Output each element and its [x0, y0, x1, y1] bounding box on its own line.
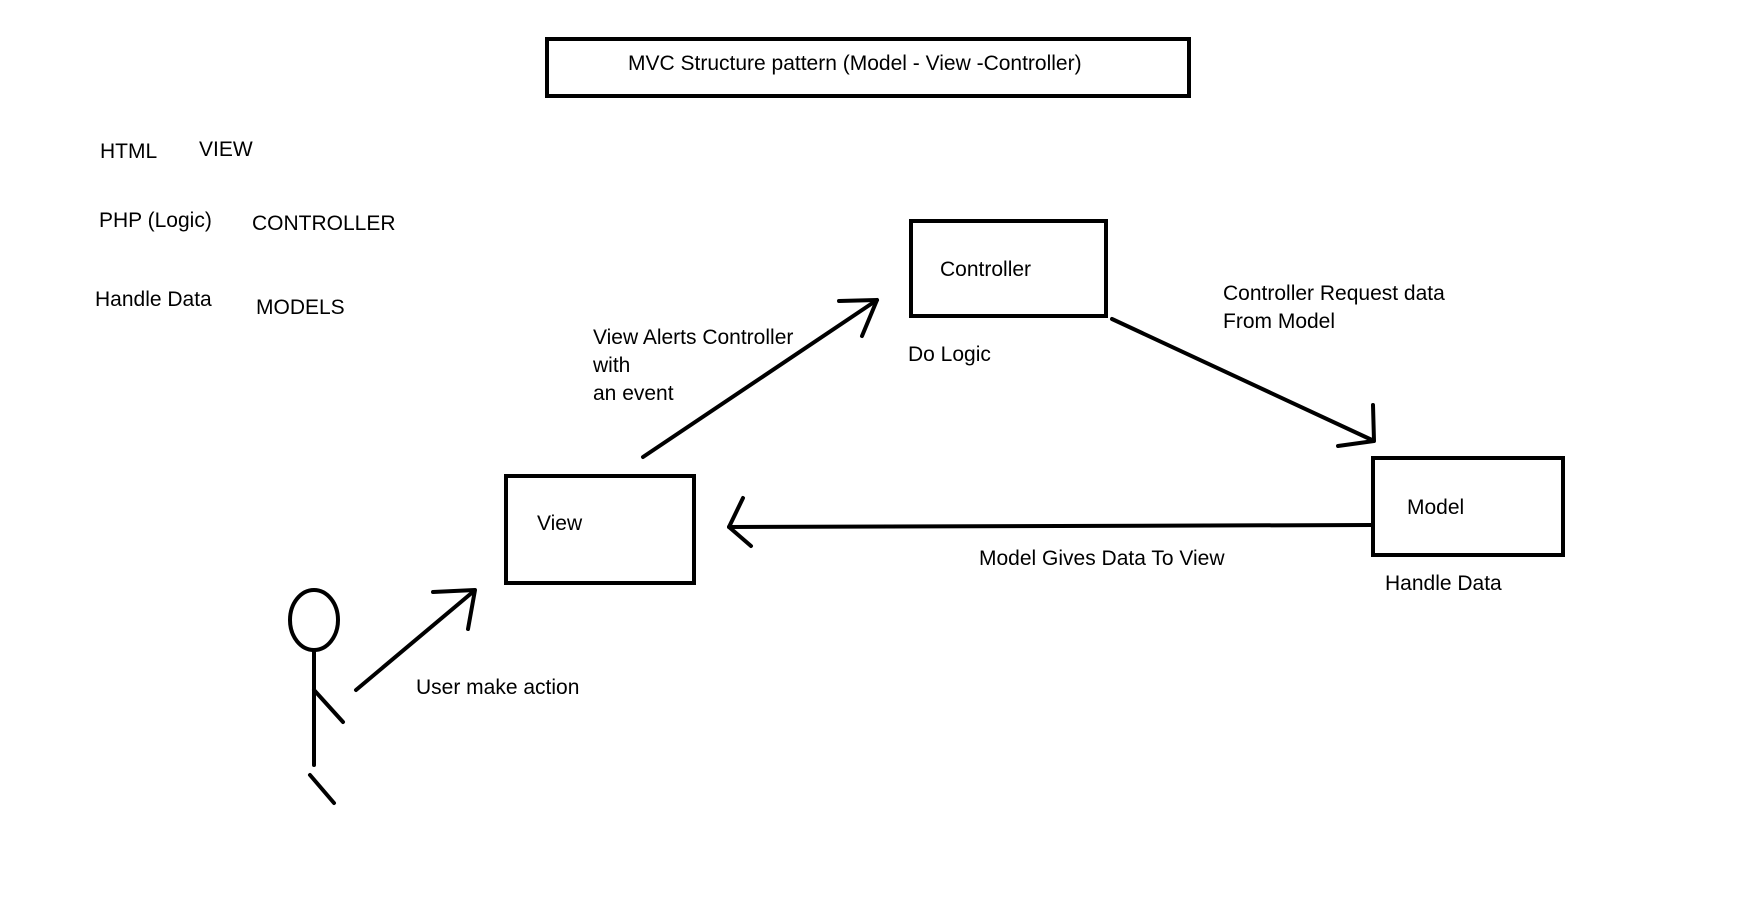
diagram-title: MVC Structure pattern (Model - View -Con…: [628, 52, 1082, 75]
arrow-controller-to-model: [1110, 317, 1374, 442]
model-label: Model: [1407, 496, 1465, 519]
edge-label-controller-to-model-line1: Controller Request data: [1223, 282, 1445, 305]
controller-box: [909, 219, 1108, 318]
edge-label-view-to-controller-line1: View Alerts Controller: [593, 326, 794, 349]
arrow-model-to-view: [727, 523, 1373, 529]
arrow-view-to-controller: [641, 298, 879, 459]
legend-term-html: HTML: [100, 140, 158, 163]
arrowhead-model-to-view: [727, 496, 753, 548]
arrowhead-controller-to-model: [1336, 403, 1376, 448]
user-figure-arm: [312, 688, 345, 724]
arrow-user-to-view: [354, 589, 476, 692]
model-caption: Handle Data: [1385, 572, 1502, 595]
view-box: [504, 474, 696, 585]
legend-role-view: VIEW: [199, 138, 253, 161]
user-figure-head: [288, 588, 340, 652]
edge-label-model-to-view: Model Gives Data To View: [979, 547, 1225, 570]
title-box: [545, 37, 1191, 98]
legend-role-controller: CONTROLLER: [252, 212, 396, 235]
model-box: [1371, 456, 1565, 557]
edge-label-controller-to-model-line2: From Model: [1223, 310, 1336, 333]
legend-role-models: MODELS: [256, 296, 345, 319]
edge-label-user-to-view: User make action: [416, 676, 580, 699]
user-figure-leg: [308, 773, 336, 805]
controller-caption: Do Logic: [908, 343, 991, 366]
arrowhead-user-to-view: [431, 588, 477, 631]
edge-label-view-to-controller-line2: with: [593, 354, 631, 377]
controller-label: Controller: [940, 258, 1032, 281]
view-label: View: [537, 512, 583, 535]
legend-term-php: PHP (Logic): [99, 209, 212, 232]
edge-label-view-to-controller-line3: an event: [593, 382, 674, 405]
legend-term-handle-data: Handle Data: [95, 288, 212, 311]
arrowhead-view-to-controller: [837, 298, 879, 338]
